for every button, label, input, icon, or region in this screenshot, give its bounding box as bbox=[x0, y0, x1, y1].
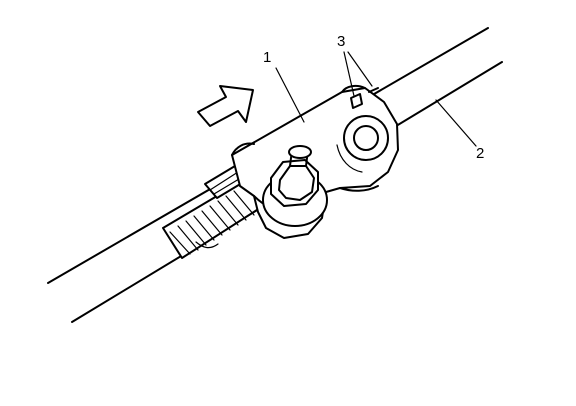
callout-1-label: 1 bbox=[263, 49, 271, 66]
hex-nut bbox=[262, 145, 328, 227]
arrow-icon bbox=[197, 85, 254, 127]
callout-3-label: 3 bbox=[337, 33, 345, 50]
pivot-hole bbox=[336, 115, 389, 173]
callout-1: 1 bbox=[263, 49, 305, 123]
callout-2-label: 2 bbox=[476, 145, 484, 162]
callout-3: 3 bbox=[337, 33, 373, 97]
callout-2: 2 bbox=[435, 99, 484, 162]
